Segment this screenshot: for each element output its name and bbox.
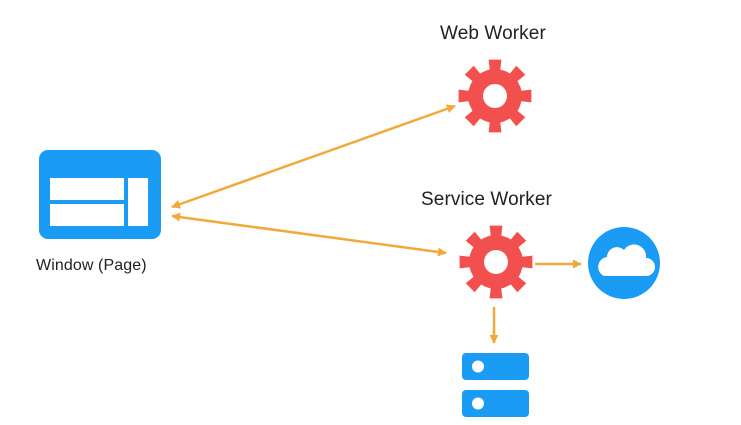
browser-window-icon bbox=[39, 150, 161, 239]
service-worker-label: Service Worker bbox=[421, 189, 552, 210]
cloud-icon bbox=[588, 227, 660, 299]
web-worker-label: Web Worker bbox=[440, 23, 546, 44]
gear-hole bbox=[484, 250, 508, 274]
database-server-icon bbox=[462, 353, 529, 417]
gear-hole bbox=[483, 84, 507, 108]
arrows bbox=[171, 104, 582, 344]
arrow-window-web-worker bbox=[171, 104, 456, 209]
web-worker-gear-icon bbox=[458, 59, 532, 133]
service-worker-gear-icon bbox=[459, 225, 533, 299]
arrow-window-service-worker bbox=[171, 212, 447, 257]
window-page-label: Window (Page) bbox=[36, 257, 147, 274]
